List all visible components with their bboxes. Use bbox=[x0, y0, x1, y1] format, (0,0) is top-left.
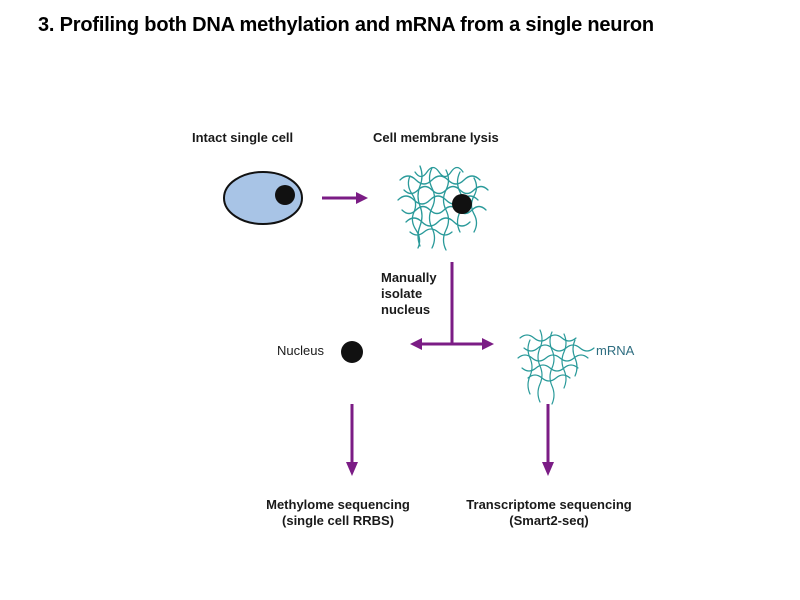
methylome-line-1: Methylome sequencing bbox=[266, 497, 410, 512]
methylome-line-2: (single cell RRBS) bbox=[282, 513, 394, 528]
isolate-nucleus-line-2: isolate bbox=[381, 286, 423, 301]
membrane-lysis-label: Cell membrane lysis bbox=[373, 130, 499, 145]
mrna-strands-icon bbox=[517, 329, 595, 405]
transcriptome-line-1: Transcriptome sequencing bbox=[466, 497, 632, 512]
methylome-label: Methylome sequencing (single cell RRBS) bbox=[238, 497, 438, 529]
arrow-lysis bbox=[322, 192, 368, 204]
nucleus-label: Nucleus bbox=[277, 343, 324, 358]
intact-cell-label: Intact single cell bbox=[192, 130, 294, 145]
lysed-cell-icon bbox=[397, 165, 489, 251]
intact-cell-icon bbox=[223, 171, 303, 225]
isolate-nucleus-line-1: Manually bbox=[381, 270, 437, 285]
isolate-nucleus-label: Manually isolate nucleus bbox=[381, 270, 437, 318]
mrna-label: mRNA bbox=[596, 343, 635, 358]
arrow-transcriptome bbox=[542, 404, 554, 476]
arrow-methylome bbox=[346, 404, 358, 476]
isolate-nucleus-line-3: nucleus bbox=[381, 302, 431, 317]
arrow-isolate bbox=[410, 262, 494, 350]
page-title: 3. Profiling both DNA methylation and mR… bbox=[38, 14, 654, 36]
transcriptome-label: Transcriptome sequencing (Smart2-seq) bbox=[444, 497, 654, 529]
transcriptome-line-2: (Smart2-seq) bbox=[509, 513, 589, 528]
nucleus-icon bbox=[341, 341, 363, 363]
